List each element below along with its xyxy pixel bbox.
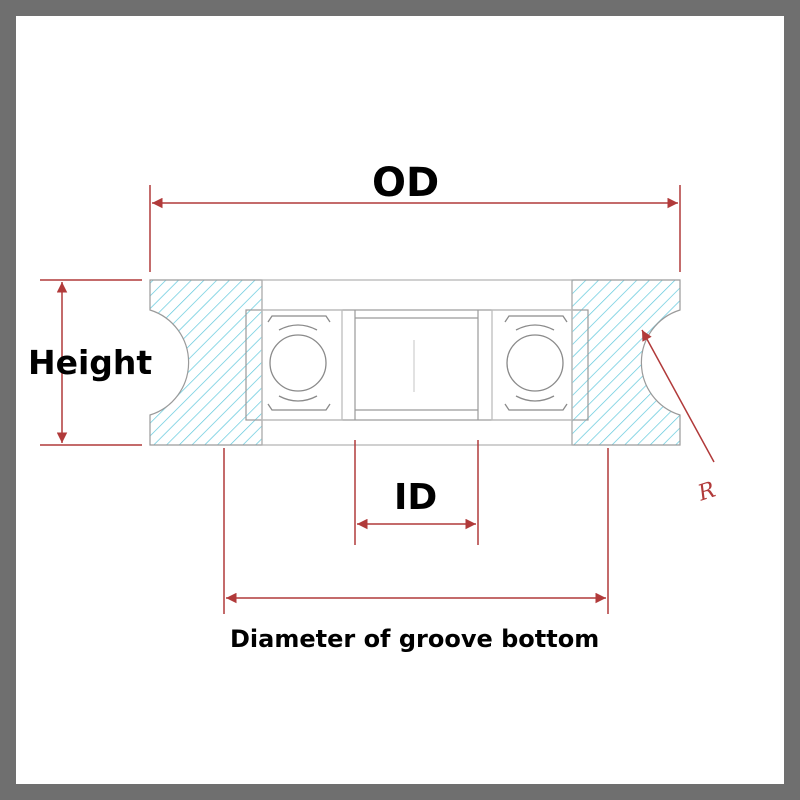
right-bearing-ball: [491, 309, 573, 421]
od-label: OD: [372, 160, 440, 206]
height-label: Height: [28, 343, 153, 382]
radius-leader: [641, 329, 715, 463]
od-dimension: [149, 185, 681, 272]
right-wheel-section: [571, 279, 681, 446]
left-bearing-ball: [261, 309, 343, 421]
groove-bottom-dimension: [223, 448, 609, 614]
groove-bottom-label: Diameter of groove bottom: [230, 625, 600, 653]
id-label: ID: [394, 477, 438, 518]
height-dimension: [40, 279, 142, 446]
left-wheel-section: [149, 279, 263, 446]
inner-bore: [245, 309, 589, 421]
id-dimension: [354, 440, 479, 545]
radius-label: R: [694, 478, 718, 507]
